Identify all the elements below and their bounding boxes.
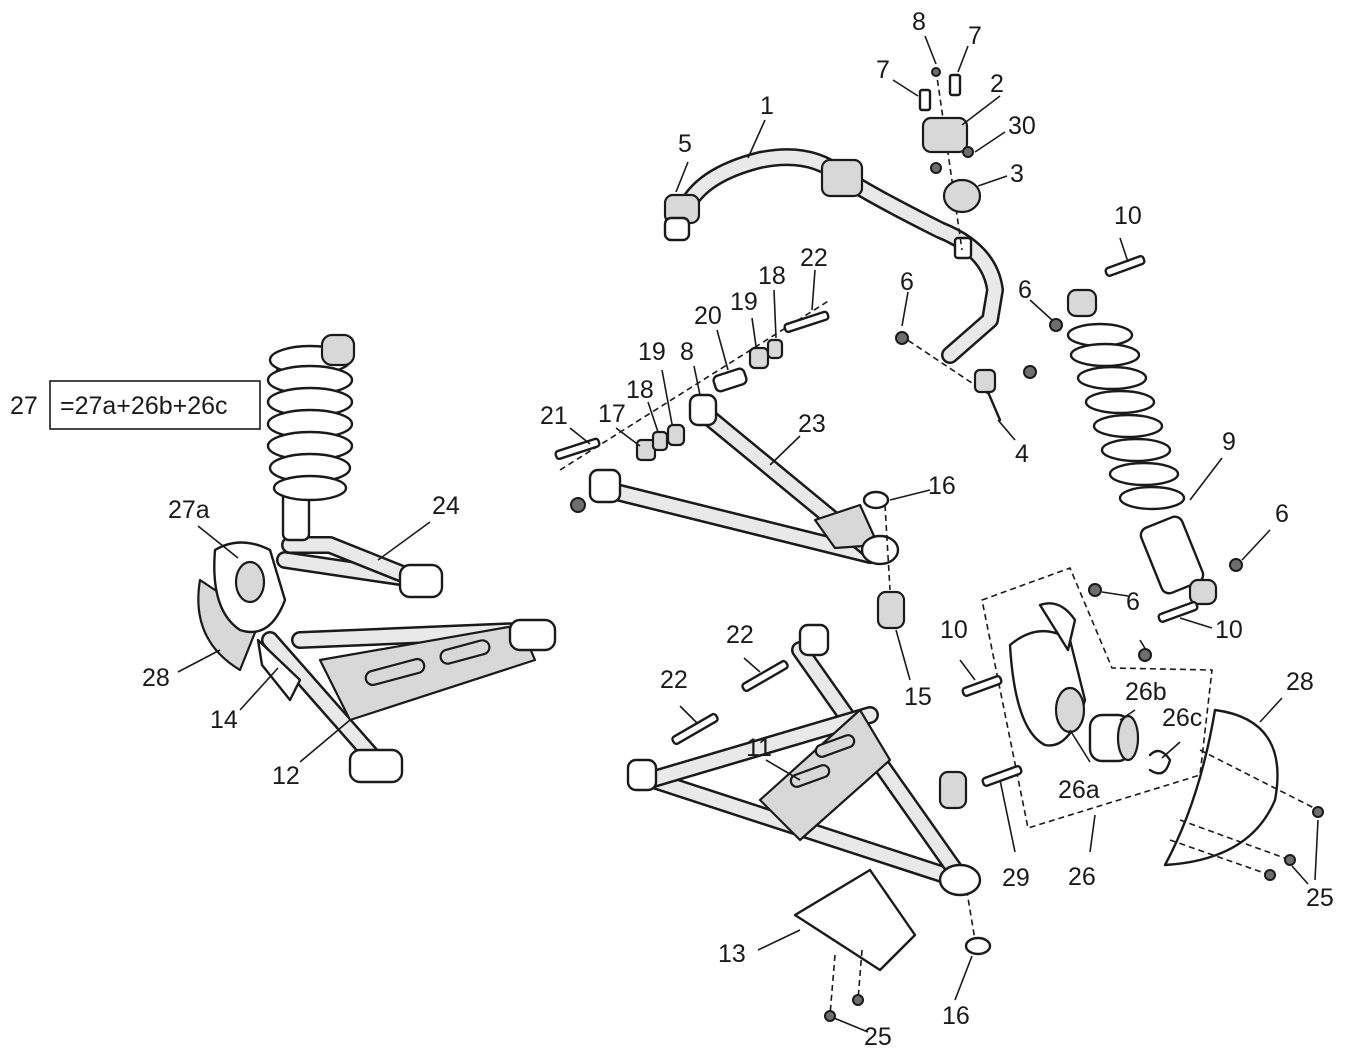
lower-arm-hardware [671,659,789,746]
callout-label: 21 [540,402,568,430]
callout-label: 10 [940,616,968,644]
callout-label: 8 [912,8,926,36]
callout-label: 10 [1215,616,1243,644]
shock-hardware [1023,255,1243,623]
callout-label: 22 [800,244,828,272]
callout-label: 22 [726,621,754,649]
assembled-suspension [177,333,557,784]
callout-label: 16 [942,1002,970,1030]
callout-label: 26c [1162,704,1202,732]
callout-label: 7 [968,22,982,50]
formula-ref-label: 27 [10,392,38,420]
callout-label: 2 [990,70,1004,98]
callout-labels: 1 2 3 4 5 6 6 6 6 7 7 8 8 9 10 10 10 11 … [142,8,1334,1051]
shock-absorber [1066,288,1218,606]
callout-label: 10 [1114,202,1142,230]
callout-label: 7 [876,56,890,84]
callout-label: 29 [1002,864,1030,892]
upper-arm-hardware [554,299,831,513]
callout-label: 27a [168,496,210,524]
upper-a-arm [588,393,900,566]
callout-label: 26b [1125,678,1167,706]
callout-label: 26 [1068,863,1096,891]
callout-label: 14 [210,706,238,734]
callout-label: 6 [1018,276,1032,304]
callout-label: 6 [1126,588,1140,616]
shock-assembled [266,333,356,542]
upper-arm-assembled [276,536,444,599]
callout-label: 28 [1286,668,1314,696]
callout-label: 19 [638,338,666,366]
callout-label: 26a [1058,776,1100,804]
formula-text: =27a+26b+26c [60,392,228,420]
lower-arm-assembled [261,618,557,784]
callout-label: 9 [1222,428,1236,456]
callout-label: 13 [718,940,746,968]
callout-label: 28 [142,664,170,692]
callout-label: 5 [678,130,692,158]
callout-label: 1 [760,92,774,120]
lower-a-arm [626,623,982,897]
callout-label: 18 [626,376,654,404]
knuckle-assembled [197,541,302,702]
callout-label: 23 [798,410,826,438]
stabilizer-link [895,331,1002,422]
disc-shield [1163,708,1324,881]
knuckle-group [961,566,1213,830]
clamp-parts [918,67,982,251]
callout-label: 20 [694,302,722,330]
callout-label: 6 [900,268,914,296]
callout-label: 17 [598,400,626,428]
callout-label: 12 [272,762,300,790]
formula-note: 27 =27a+26b+26c [10,380,261,430]
callout-label: 19 [730,288,758,316]
callout-label: 6 [1275,500,1289,528]
callout-label: 15 [904,683,932,711]
callout-label: 8 [680,338,694,366]
callout-label: 11 [746,734,772,762]
formula-box [49,380,261,430]
stabilizer-bar [663,148,1004,364]
callout-label: 25 [864,1023,892,1051]
callout-label: 3 [1010,160,1024,188]
callout-label: 24 [432,492,460,520]
callout-label: 25 [1306,884,1334,912]
ball-joints [862,490,992,956]
callout-label: 16 [928,472,956,500]
callout-label: 22 [660,666,688,694]
callout-label: 4 [1015,440,1029,468]
callout-label: 30 [1008,112,1036,140]
callout-label: 18 [758,262,786,290]
skid-plate [793,868,917,1022]
